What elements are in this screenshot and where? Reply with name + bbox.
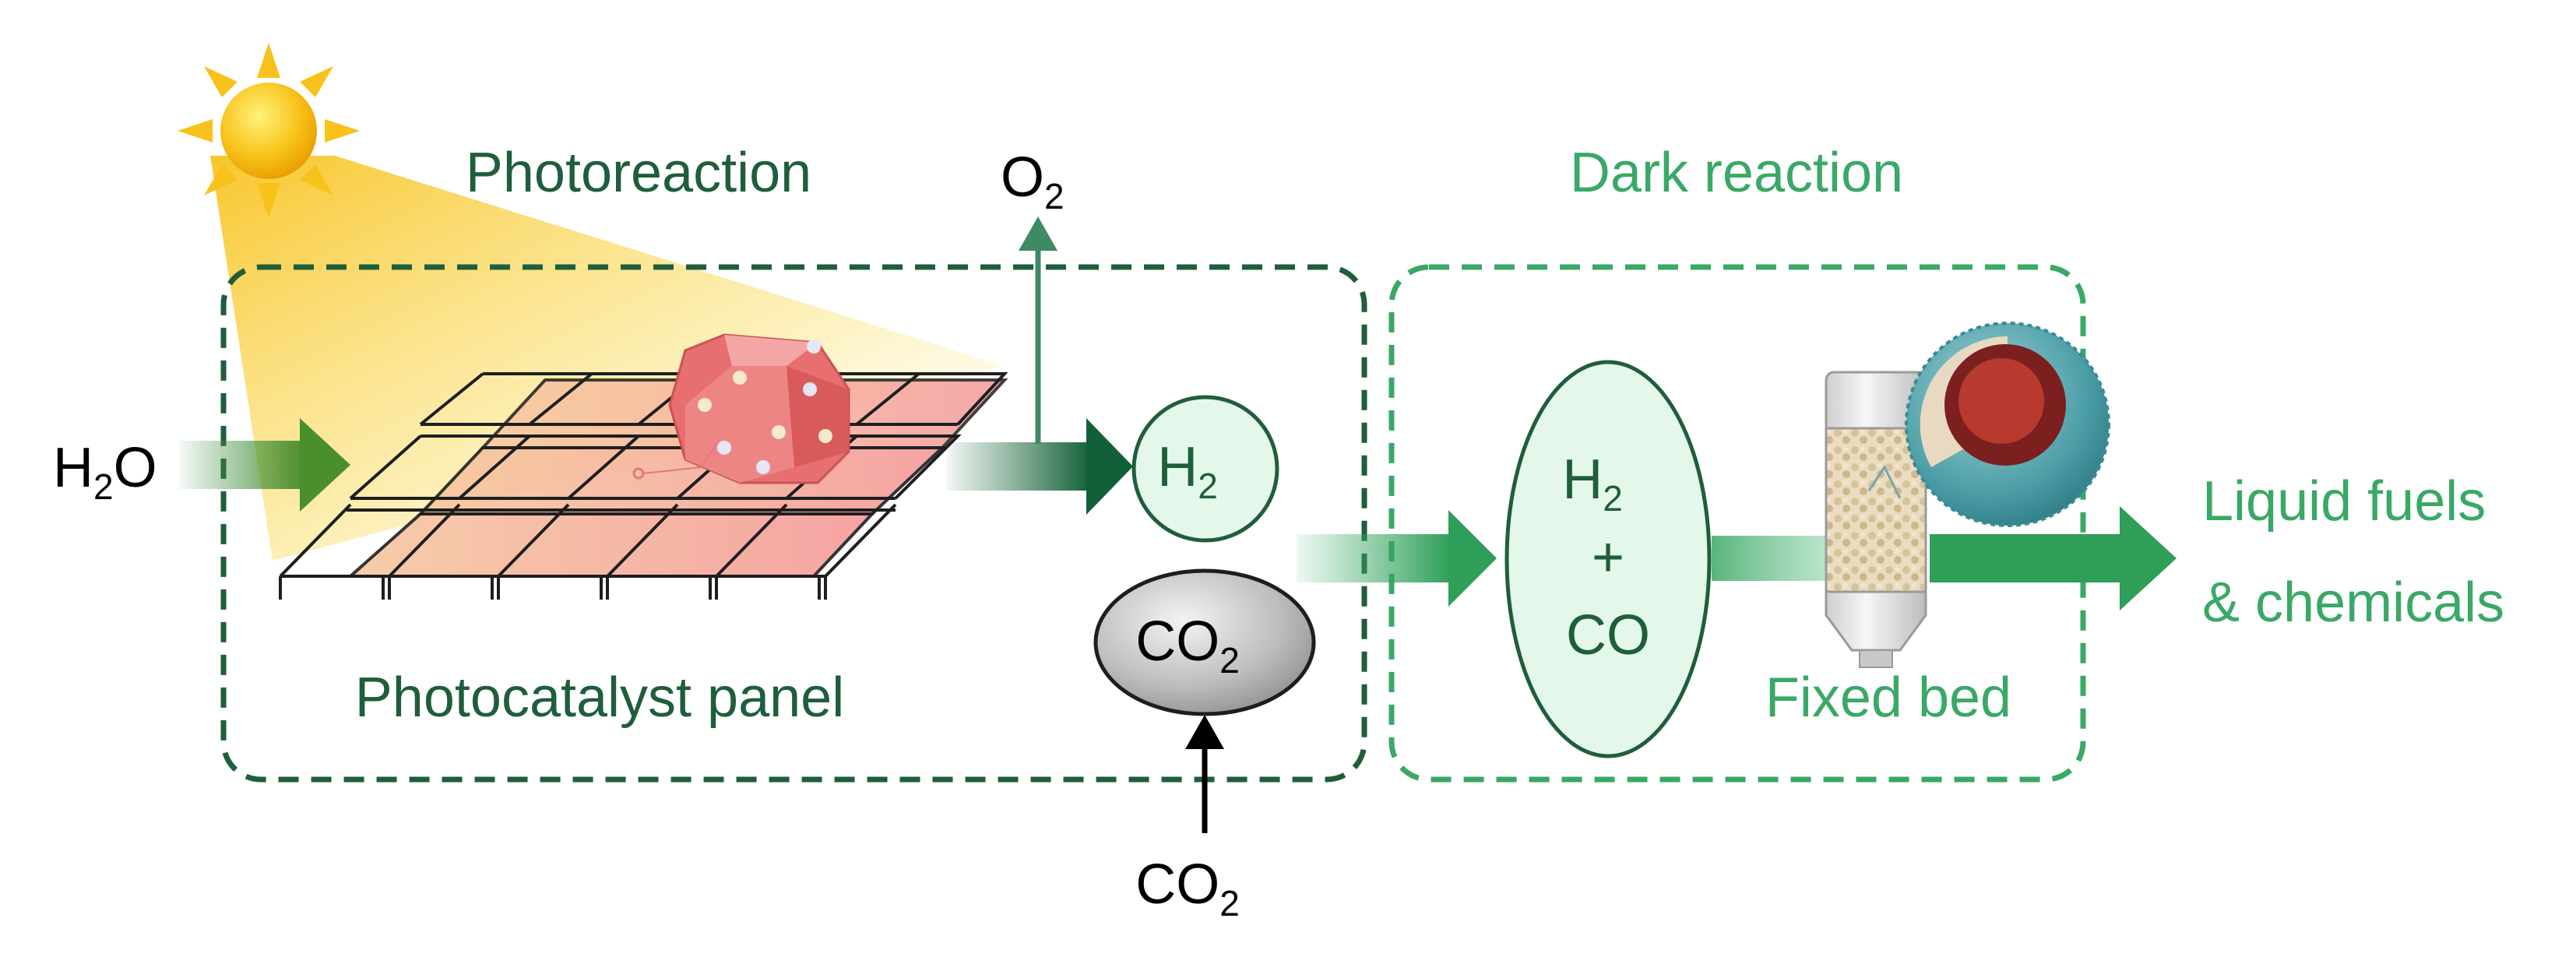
- photocatalyst-particle-icon: [632, 333, 850, 484]
- co2-bubble: [1093, 568, 1316, 716]
- hydrogen-label: H2: [1157, 436, 1218, 506]
- hydrogen-bubble: [1131, 395, 1279, 543]
- sunlight-beam: [210, 156, 1005, 561]
- water-label: H2O: [53, 437, 157, 507]
- co2-input-arrow: [1185, 715, 1224, 833]
- co2-bubble-label: CO2: [1135, 610, 1240, 681]
- photoreaction-box: [220, 264, 1367, 783]
- syngas-h2-label: H2: [1562, 449, 1623, 519]
- co2-input-label: CO2: [1135, 853, 1240, 924]
- syngas-plus-label: +: [1592, 526, 1624, 589]
- catalyst-sphere-icon: [1905, 322, 2110, 527]
- dark-reaction-box: [1388, 264, 2086, 783]
- oxygen-label: O2: [1001, 146, 1065, 216]
- syngas-flow-arrow: [1712, 536, 1828, 581]
- dark-reaction-title: Dark reaction: [1570, 142, 1903, 204]
- syngas-co-label: CO: [1566, 604, 1650, 667]
- product-output-arrow: [1930, 506, 2177, 610]
- hydrogen-flow-arrow: [946, 418, 1133, 515]
- output-line-1: Liquid fuels: [2202, 470, 2486, 533]
- sun-icon: [178, 43, 360, 218]
- water-input-arrow: [179, 418, 350, 512]
- fixed-bed-label: Fixed bed: [1765, 667, 2011, 729]
- photocatalyst-panel-label: Photocatalyst panel: [355, 667, 844, 729]
- oxygen-release-arrow: [1019, 216, 1057, 444]
- photoreaction-title: Photoreaction: [466, 142, 811, 204]
- syngas-bubble: [1504, 360, 1712, 758]
- dark-reaction-inlet-arrow: [1297, 510, 1497, 607]
- output-line-2: & chemicals: [2202, 572, 2504, 634]
- fixed-bed-reactor-icon: [1825, 371, 1927, 668]
